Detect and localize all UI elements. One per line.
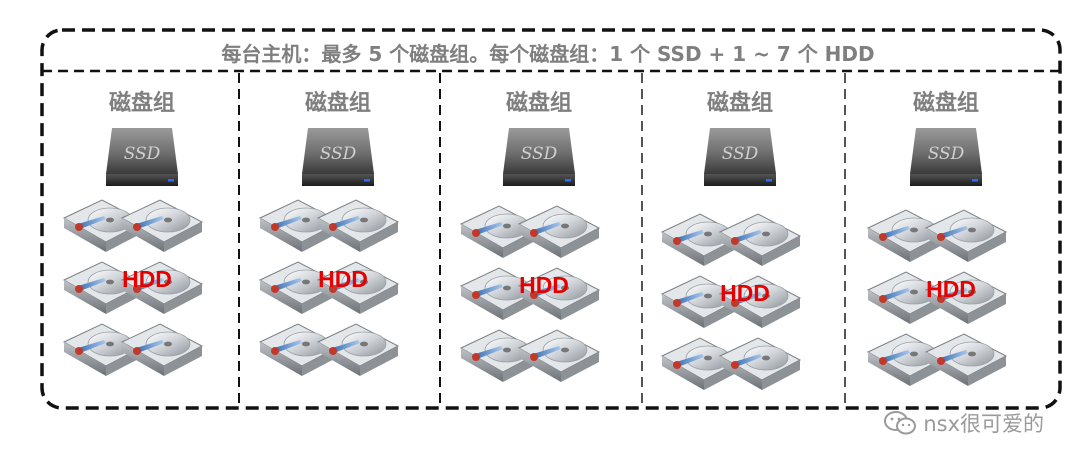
ssd-drive-icon: SSD xyxy=(106,128,178,186)
hdd-drive-icon xyxy=(316,261,400,314)
hdd-drive-icon xyxy=(660,275,744,328)
hdd-drive-icon xyxy=(316,199,400,252)
hdd-label: HDD xyxy=(720,280,770,306)
disk-groups: 磁盘组 SSD HDD 磁盘组 SSD HDD 磁盘组 SSD HDD 磁盘组 SSD HDD 磁盘组 S… xyxy=(62,90,1008,390)
hdd-drive-icon xyxy=(718,275,802,328)
hdd-drive-icon xyxy=(316,323,400,376)
hdd-drive-icon xyxy=(718,213,802,266)
disk-group: 磁盘组 SSD HDD xyxy=(62,90,204,376)
hdd-drive-icon xyxy=(120,323,204,376)
ssd-label: SSD xyxy=(320,144,357,164)
disk-group: 磁盘组 SSD HDD xyxy=(866,90,1008,386)
watermark: nsx很可爱的 xyxy=(883,408,1044,438)
ssd-label: SSD xyxy=(521,144,558,164)
hdd-label: HDD xyxy=(926,276,976,302)
hdd-label: HDD xyxy=(122,266,172,292)
ssd-label: SSD xyxy=(124,144,161,164)
disk-group: 磁盘组 SSD HDD xyxy=(660,90,802,390)
hdd-drive-icon xyxy=(120,261,204,314)
disk-group-label: 磁盘组 xyxy=(913,90,979,116)
ssd-label: SSD xyxy=(722,144,759,164)
disk-group-label: 磁盘组 xyxy=(305,90,371,116)
disk-group-label: 磁盘组 xyxy=(707,90,773,116)
hdd-drive-icon xyxy=(459,205,543,258)
hdd-drive-icon xyxy=(718,337,802,390)
hdd-drive-icon xyxy=(660,213,744,266)
disk-group: 磁盘组 SSD HDD xyxy=(459,90,601,382)
hdd-drive-icon xyxy=(517,205,601,258)
ssd-drive-icon: SSD xyxy=(910,128,982,186)
hdd-drive-icon xyxy=(924,209,1008,262)
ssd-label: SSD xyxy=(928,144,965,164)
header-text: 每台主机：最多 5 个磁盘组。每个磁盘组：1 个 SSD + 1 ~ 7 个 H… xyxy=(221,42,874,66)
host-border xyxy=(40,28,1062,410)
ssd-drive-icon: SSD xyxy=(302,128,374,186)
hdd-drive-icon xyxy=(517,329,601,382)
disk-group-label: 磁盘组 xyxy=(109,90,175,116)
hdd-drive-icon xyxy=(517,267,601,320)
hdd-label: HDD xyxy=(318,266,368,292)
watermark-text: nsx很可爱的 xyxy=(923,412,1044,436)
hdd-drive-icon xyxy=(924,333,1008,386)
disk-group: 磁盘组 SSD HDD xyxy=(258,90,400,376)
hdd-drive-icon xyxy=(258,323,342,376)
hdd-drive-icon xyxy=(120,199,204,252)
hdd-drive-icon xyxy=(660,337,744,390)
ssd-drive-icon: SSD xyxy=(704,128,776,186)
hdd-label: HDD xyxy=(519,272,569,298)
disk-group-label: 磁盘组 xyxy=(506,90,572,116)
ssd-drive-icon: SSD xyxy=(503,128,575,186)
hdd-drive-icon xyxy=(924,271,1008,324)
wechat-icon xyxy=(884,411,917,435)
